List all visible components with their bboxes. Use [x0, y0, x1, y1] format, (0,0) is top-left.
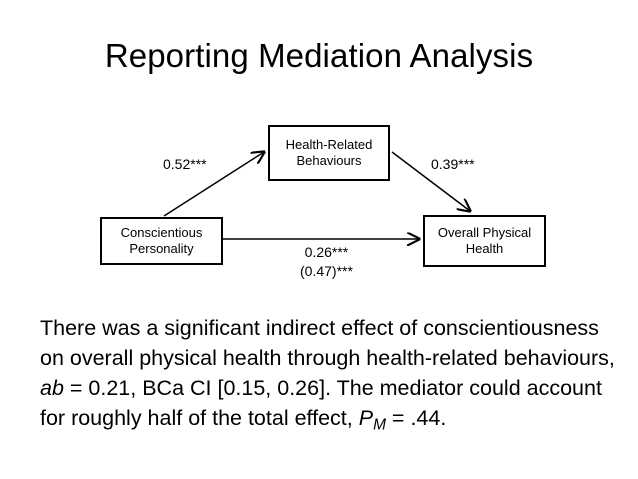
path-label-c-direct: 0.26***: [304, 244, 349, 260]
node-mediator-line2: Behaviours: [296, 153, 362, 168]
node-predictor-line1: Conscientious: [120, 225, 203, 240]
arrow-path-b: [391, 151, 470, 211]
diagram-arrows: [163, 105, 638, 300]
body-paragraph: There was a significant indirect effect …: [40, 313, 620, 440]
node-mediator-line1: Health-Related: [285, 137, 373, 152]
body-text-part1: There was a significant indirect effect …: [40, 316, 615, 370]
body-text-part2: = 0.21, BCa CI [0.15, 0.26]. The mediato…: [40, 376, 602, 430]
node-outcome-line2: Health: [465, 241, 504, 256]
body-text-part3: = .44.: [385, 406, 447, 430]
arrow-path-a: [163, 152, 264, 217]
path-label-b: 0.39***: [431, 156, 475, 172]
page-title: Reporting Mediation Analysis: [104, 37, 534, 74]
path-label-c: 0.26*** (0.47)***: [300, 243, 353, 281]
node-predictor: Conscientious Personality: [100, 217, 223, 265]
node-predictor-line2: Personality: [129, 241, 194, 256]
path-label-c-total: (0.47)***: [300, 263, 353, 279]
node-outcome: Overall Physical Health: [423, 215, 546, 267]
mediation-diagram: Health-Related Behaviours Conscientious …: [0, 105, 638, 300]
pm-symbol: P: [358, 406, 374, 430]
path-label-a: 0.52***: [163, 156, 207, 172]
ab-symbol: ab: [40, 376, 64, 400]
node-mediator: Health-Related Behaviours: [268, 125, 390, 181]
node-outcome-line1: Overall Physical: [437, 225, 532, 240]
pm-subscript: M: [373, 416, 386, 434]
